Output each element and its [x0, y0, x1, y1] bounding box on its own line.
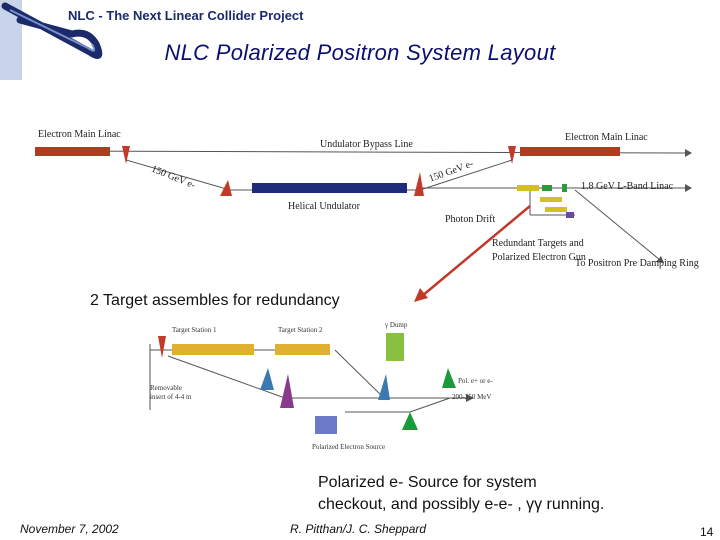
label-source: Polarized Electron Source [312, 443, 386, 451]
bend-magnet [508, 146, 516, 164]
footer-date: November 7, 2002 [20, 522, 119, 536]
linac-right [520, 147, 620, 156]
helical-undulator [252, 183, 407, 193]
label-photon-drift: Photon Drift [445, 214, 496, 225]
project-name: NLC - The Next Linear Collider Project [68, 8, 304, 23]
bend-magnet [220, 180, 232, 196]
target-station-1 [172, 344, 254, 355]
bend-magnet [260, 368, 274, 390]
bend-magnet [122, 146, 130, 164]
label-linac-right: Electron Main Linac [565, 132, 648, 143]
label-ts1: Target Station 1 [172, 326, 217, 334]
label-pol: Pol. e+ or e- [458, 377, 493, 385]
note-redundancy: 2 Target assembles for redundancy [90, 292, 340, 309]
target-block [517, 185, 539, 191]
gamma-dump [386, 333, 404, 361]
note-source-line2: checkout, and possibly e-e- , γγ running… [318, 496, 605, 513]
note-source-line1: Polarized e- Source for system [318, 474, 537, 491]
linac-left [35, 147, 110, 156]
footer-authors: R. Pitthan/J. C. Sheppard [290, 522, 427, 536]
label-lband: 1.8 GeV L-Band Linac [581, 181, 674, 192]
label-bypass: Undulator Bypass Line [320, 139, 413, 150]
label-undulator: Helical Undulator [288, 201, 360, 212]
bend-magnet [442, 368, 456, 388]
label-gun: Polarized Electron Gun [492, 252, 586, 263]
label-energy: 200-250 MeV [452, 393, 492, 401]
nlc-logo-icon [0, 0, 103, 80]
label-predamping: To Positron Pre Damping Ring [575, 258, 699, 269]
header-band [0, 0, 720, 80]
pointer-arrow [421, 205, 531, 297]
note-source: Polarized e- Source for system checkout,… [318, 472, 698, 516]
label-insert: insert of 4-4 m [150, 393, 192, 401]
label-redundant: Redundant Targets and [492, 238, 584, 249]
label-removable: Removable [150, 384, 182, 392]
label-linac-left: Electron Main Linac [38, 129, 121, 140]
bend-magnet [280, 374, 294, 408]
target-station-2 [275, 344, 330, 355]
bend-magnet [414, 172, 424, 196]
page-number: 14 [700, 525, 714, 539]
page-title: NLC Polarized Positron System Layout [164, 40, 556, 65]
label-dump: γ Dump [385, 321, 408, 329]
label-ts2: Target Station 2 [278, 326, 323, 334]
polarized-source-block [315, 416, 337, 434]
